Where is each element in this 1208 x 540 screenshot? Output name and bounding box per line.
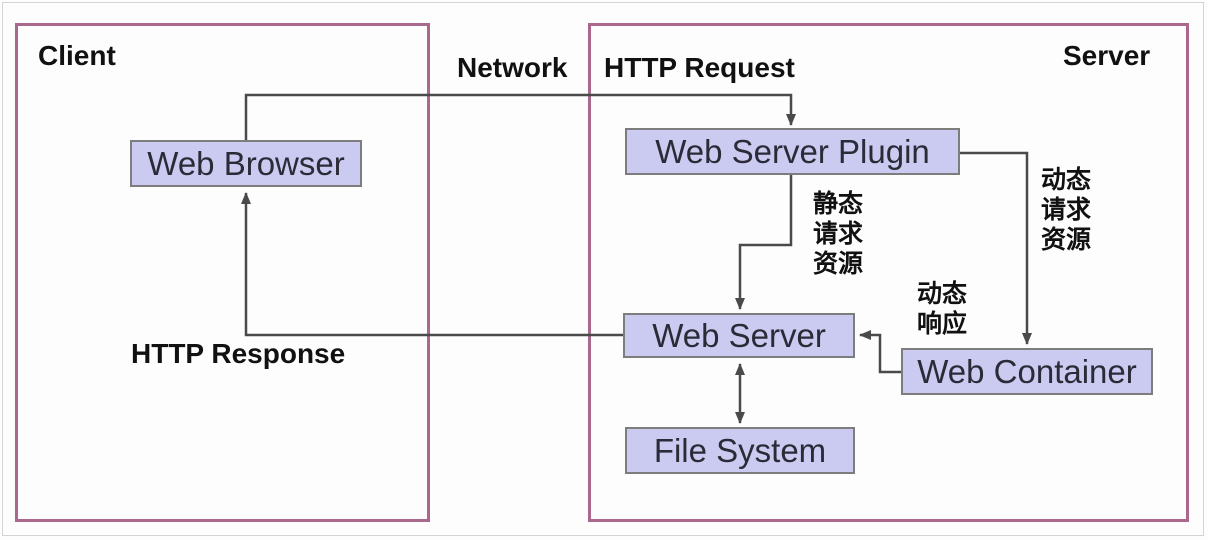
http-response-connector	[241, 192, 623, 337]
client-zone-label: Client	[38, 40, 116, 71]
static-request-resource-label: 静态 请求 资源	[812, 190, 863, 278]
network-label: Network	[457, 52, 568, 83]
http-response-label: HTTP Response	[131, 338, 346, 369]
dynamic-response-label: 动态 响应	[916, 280, 967, 338]
http-request-label: HTTP Request	[604, 52, 795, 83]
static-request-connector	[735, 175, 793, 310]
dynamic-response-connector	[859, 330, 901, 374]
file-system-node: File System	[625, 427, 855, 474]
client-zone-box	[15, 23, 430, 522]
web-server-plugin-node: Web Server Plugin	[625, 128, 960, 175]
server-zone-label: Server	[1063, 40, 1151, 71]
web-container-node: Web Container	[901, 348, 1153, 395]
server-zone-box	[588, 23, 1189, 522]
web-server-node: Web Server	[623, 313, 855, 358]
dynamic-request-resource-label: 动态 请求 资源	[1040, 166, 1091, 254]
http-request-connector	[244, 93, 796, 140]
dynamic-request-connector	[960, 151, 1032, 345]
web-browser-node: Web Browser	[130, 140, 362, 187]
